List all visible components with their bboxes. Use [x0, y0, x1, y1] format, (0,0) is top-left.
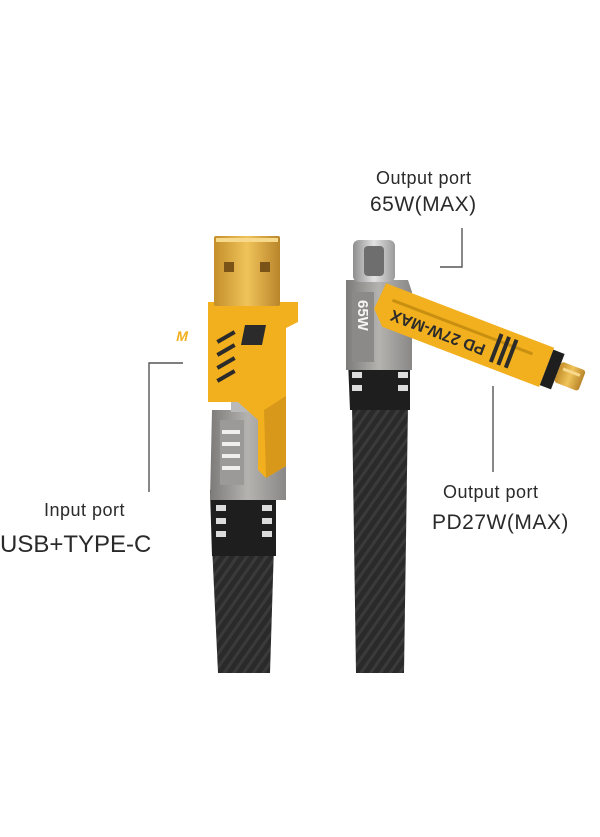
- lightning-plug: [554, 362, 586, 391]
- output-port-label-top: Output port: [376, 168, 472, 188]
- left-logo-text: M: [175, 328, 190, 344]
- callout-output-right: Output port PD27W(MAX): [432, 482, 569, 535]
- callout-input: Input port USB+TYPE-C: [0, 500, 151, 559]
- output-port-value-right: PD27W(MAX): [432, 511, 569, 534]
- output-port-label-right: Output port: [443, 482, 539, 502]
- output-port-value-top: 65W(MAX): [370, 193, 477, 216]
- callout-output-top: Output port 65W(MAX): [370, 168, 477, 217]
- left-cable: M: [175, 236, 298, 673]
- left-strain-relief: [210, 490, 276, 556]
- right-cable-body: [352, 405, 408, 673]
- leader-lines: [148, 228, 494, 492]
- input-port-label: Input port: [44, 500, 126, 520]
- left-logo-badge: [241, 325, 266, 345]
- right-strain-relief: [348, 360, 410, 410]
- leader-line-output-top: [440, 228, 463, 268]
- right-rating-text: 65W: [354, 300, 371, 332]
- usb-a-plug: [214, 236, 280, 306]
- leader-line-input: [148, 362, 183, 492]
- left-cable-body: [212, 545, 274, 673]
- right-cable: 65W PD 27W-MAX: [346, 240, 586, 673]
- input-port-value: USB+TYPE-C: [0, 531, 152, 558]
